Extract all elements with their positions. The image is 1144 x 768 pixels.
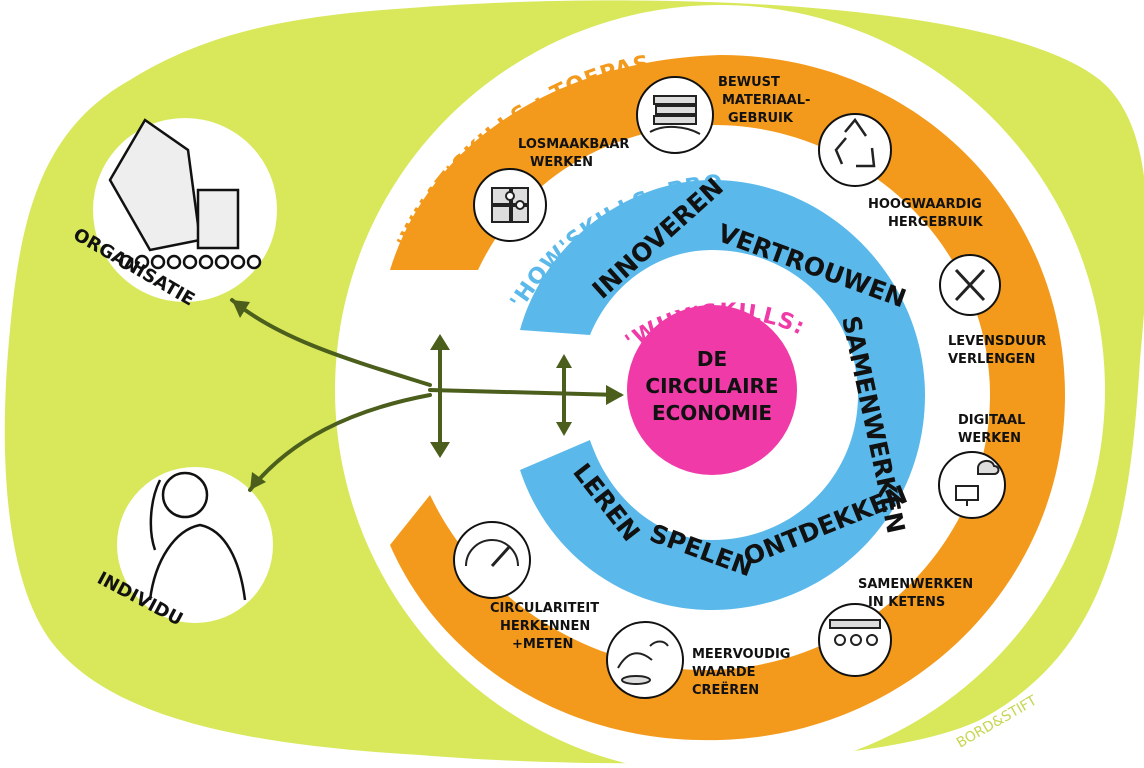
item-losmaakbaar: LOSMAAKBAAR WERKEN [473,137,629,242]
circulariteit-line3: +METEN [512,637,573,652]
value-creation-icon [617,640,669,685]
arrow-to-core [428,388,622,397]
tools-icon [954,268,986,302]
core-circle [627,305,797,475]
circulariteit-line1: CIRCULARITEIT [490,601,599,616]
item-ketens: SAMENWERKEN IN KETENS [818,577,973,677]
item-hoogwaardig: HOOGWAARDIG HERGEBRUIK [818,113,984,230]
people-meeting-icon [829,619,881,646]
bewust-line3: GEBRUIK [728,111,794,126]
arrow-to-organisatie [230,298,432,387]
core-line2: CIRCULAIRE [645,374,778,398]
arrowhead-right-top [556,354,572,368]
hoogwaardig-line1: HOOGWAARDIG [868,197,982,212]
person-icon [148,471,247,601]
levensduur-line1: LEVENSDUUR [948,334,1046,349]
connection-arrows [230,298,622,492]
puzzle-icon [491,187,529,223]
how-skills-ring [520,180,925,610]
item-levensduur: LEVENSDUUR VERLENGEN [939,254,1046,367]
levensduur-line2: VERLENGEN [948,352,1035,367]
digitaal-line2: WERKEN [958,431,1021,446]
arrowhead-left-top [430,334,450,350]
arrowhead-right-bottom [556,422,572,436]
core-line1: DE [697,347,727,371]
gauge-icon [465,539,519,568]
organisatie-node: ORGANISATIE [70,118,277,311]
cloud-computer-icon [955,460,1000,506]
hoogwaardig-line2: HERGEBRUIK [888,215,984,230]
losmaakbaar-line1: LOSMAAKBAAR [518,137,629,152]
circulariteit-line2: HERKENNEN [500,619,590,634]
item-digitaal: DIGITAAL WERKEN [938,413,1025,519]
arrowhead-organisatie [232,300,250,318]
bewust-line1: BEWUST [718,75,780,90]
arrowhead-core [606,385,624,405]
item-meervoudig: MEERVOUDIG WAARDE CREËREN [606,621,790,699]
ketens-line2: IN KETENS [868,595,945,610]
material-stack-icon [649,95,701,135]
recycle-icon [834,117,876,168]
arrowhead-individu [250,472,266,490]
ketens-line1: SAMENWERKEN [858,577,973,592]
meervoudig-line2: WAARDE [692,665,756,680]
meervoudig-line3: CREËREN [692,682,759,698]
building-icon [108,118,262,270]
digitaal-line1: DIGITAAL [958,413,1025,428]
bewust-line2: MATERIAAL- [722,93,810,108]
arrowheads [232,300,624,490]
losmaakbaar-line2: WERKEN [530,155,593,170]
arrowhead-left-bottom [430,442,450,458]
core-line3: ECONOMIE [652,401,772,425]
meervoudig-line1: MEERVOUDIG [692,647,790,662]
item-circulariteit: CIRCULARITEIT HERKENNEN +METEN [453,521,599,652]
arrow-to-individu [248,393,432,492]
item-bewust: BEWUST MATERIAAL- GEBRUIK [636,75,810,154]
